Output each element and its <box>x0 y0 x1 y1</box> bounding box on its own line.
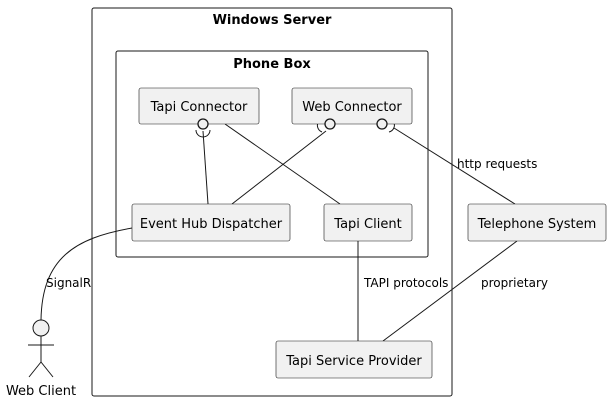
edge-web-connector-event-hub <box>231 130 327 205</box>
event-hub-dispatcher-label: Event Hub Dispatcher <box>140 217 283 232</box>
web-client-actor: Web Client <box>6 319 76 399</box>
tapi-connector-label: Tapi Connector <box>150 100 248 115</box>
tapi-service-provider-component: Tapi Service Provider <box>275 340 433 379</box>
web-connector-box <box>291 87 413 125</box>
telephone-system-box <box>467 203 607 242</box>
tapi-protocols-label: TAPI protocols <box>363 276 448 290</box>
tapi-client-component: Tapi Client <box>323 203 413 242</box>
socket-tapi-connector <box>195 129 211 138</box>
actor-right-leg <box>40 361 54 378</box>
connections <box>40 123 518 342</box>
interface-circles <box>197 118 388 130</box>
phone-box-title: Phone Box <box>233 57 311 72</box>
proprietary-label: proprietary <box>481 276 548 290</box>
tapi-client-label: Tapi Client <box>333 217 401 232</box>
edge-web-connector-telephone-system <box>393 127 516 205</box>
tapi-service-provider-label: Tapi Service Provider <box>285 354 422 369</box>
web-client-label: Web Client <box>6 384 76 399</box>
event-hub-dispatcher-box <box>131 203 291 242</box>
tapi-service-provider-box <box>275 340 433 379</box>
interface-circle-web-connector-left <box>324 118 336 130</box>
edge-telephone-system-service-provider <box>382 240 518 342</box>
edge-event-hub-web-client <box>40 227 133 321</box>
edge-tapi-connector-tapi-client <box>224 123 341 205</box>
signalr-label: SignalR <box>46 276 91 290</box>
web-connector-component: Web Connector <box>291 87 413 125</box>
telephone-system-label: Telephone System <box>477 217 597 232</box>
interface-circle-tapi-connector <box>197 118 209 130</box>
edge-tapi-connector-event-hub <box>202 130 209 205</box>
telephone-system-component: Telephone System <box>467 203 607 242</box>
web-connector-label: Web Connector <box>302 100 402 115</box>
event-hub-dispatcher-component: Event Hub Dispatcher <box>131 203 291 242</box>
tapi-connector-component: Tapi Connector <box>138 87 260 125</box>
edge-labels: http requests SignalR TAPI protocols pro… <box>46 157 548 290</box>
actor-head <box>32 319 50 337</box>
interface-circle-web-connector-right <box>376 118 388 130</box>
tapi-client-box <box>323 203 413 242</box>
actor-left-leg <box>28 361 42 378</box>
windows-server-title: Windows Server <box>213 13 332 28</box>
http-requests-label: http requests <box>457 157 537 171</box>
